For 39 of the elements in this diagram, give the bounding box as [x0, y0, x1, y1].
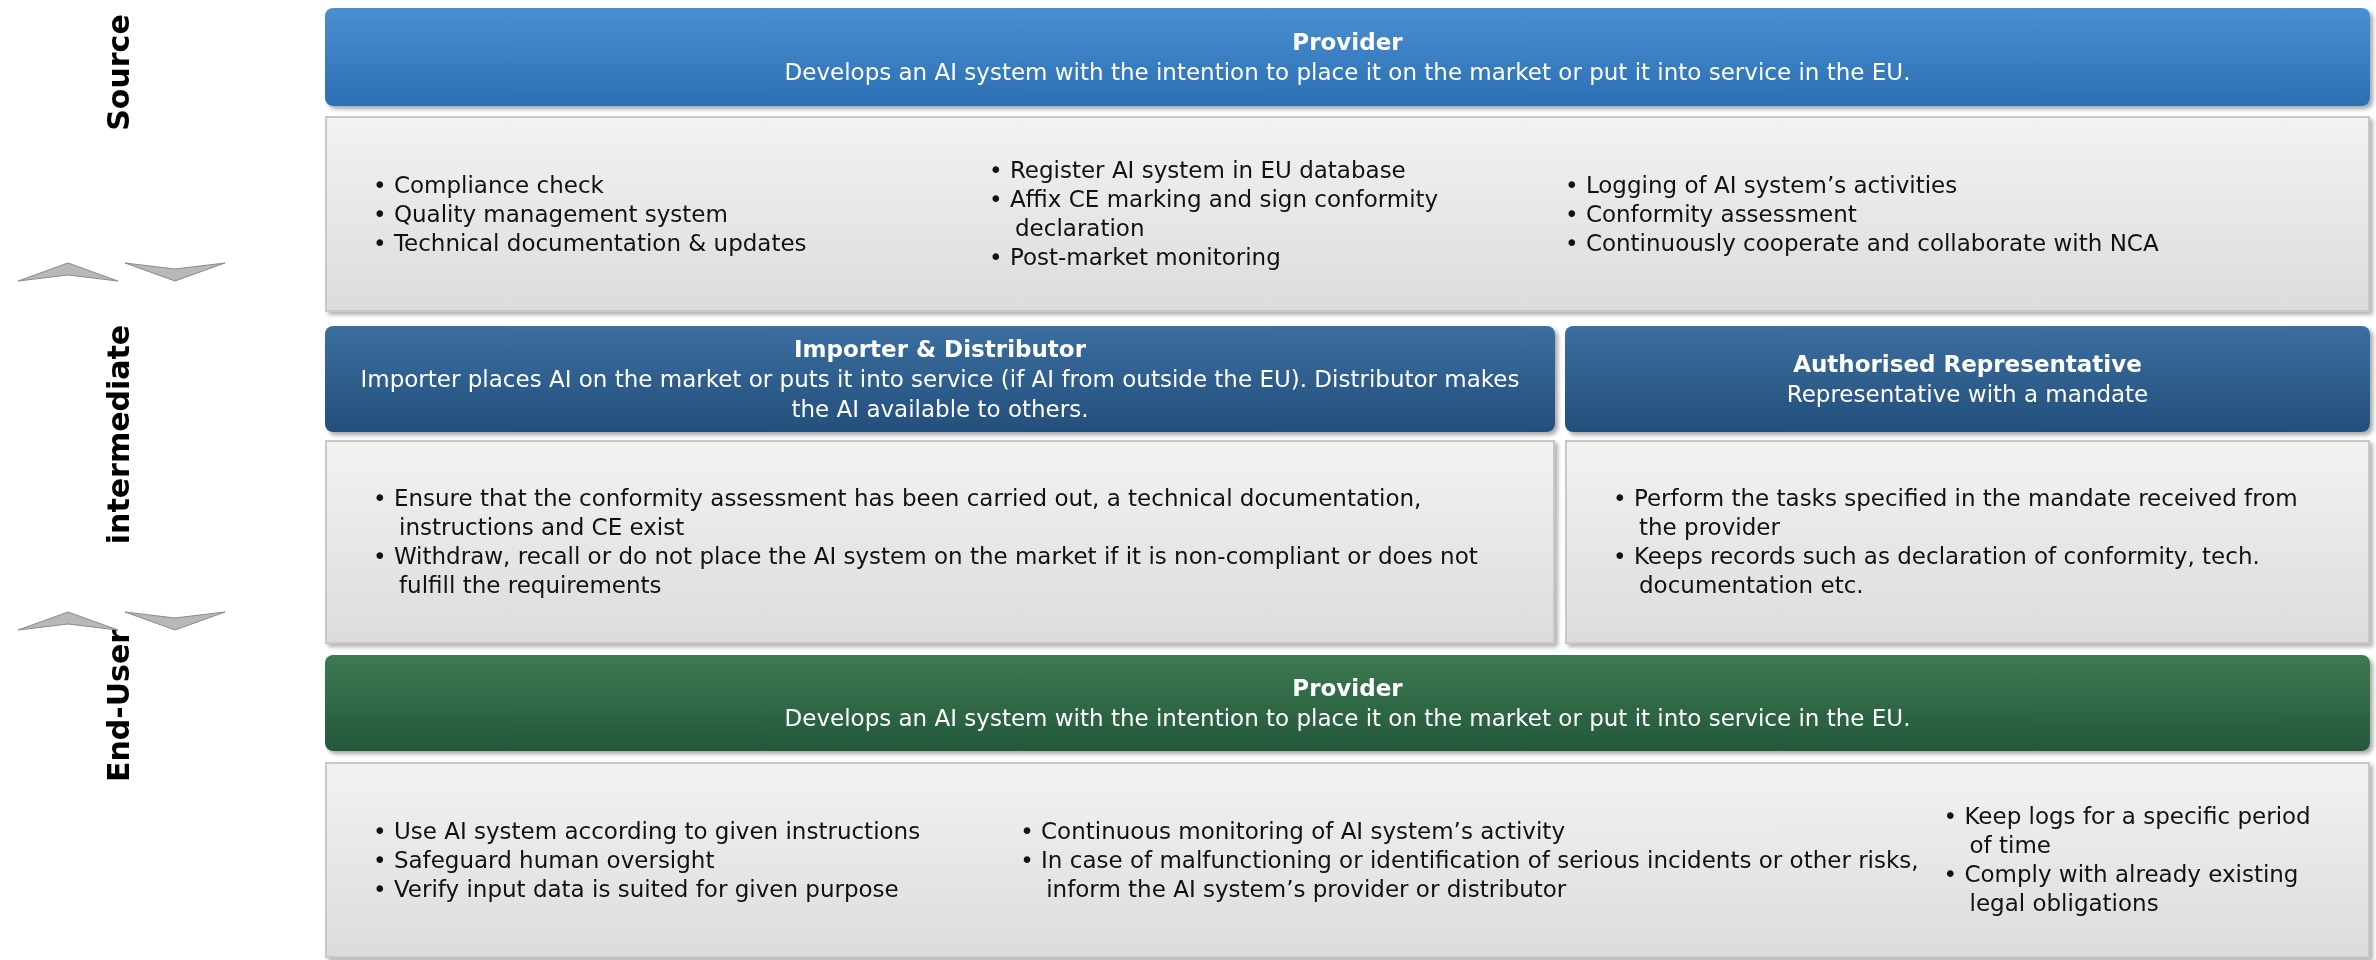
row-label: Source	[100, 13, 136, 131]
bullet-item: • Technical documentation & updates	[373, 228, 808, 258]
bullet-item: • Use AI system according to given instructions	[373, 816, 922, 846]
header-banner	[325, 655, 2370, 751]
bullet-item: • Withdraw, recall or do not place the AI system on the market if it is non-compliant or does not fulfill the requirements	[373, 542, 1479, 600]
bullet-item: • Perform the tasks specified in the mandate received from the provider	[1613, 484, 2299, 542]
bullet-item: • Register AI system in EU database	[989, 156, 1407, 185]
role-description: Develops an AI system with the intention to place it on the market or put it into service in the EU.	[783, 58, 1912, 87]
bullet-item: • Ensure that the conformity assessment has been carried out, a technical documentation, instructions and CE exist	[373, 484, 1423, 542]
bullet-item: • Comply with already existing legal obligations	[1943, 860, 2300, 918]
bullet-item: • Continuously cooperate and collaborate with NCA	[1565, 228, 2160, 258]
bullet-item: • Post-market monitoring	[989, 243, 1282, 272]
role-title: Authorised Representative	[1792, 350, 2143, 379]
bullet-item: • Compliance check	[373, 170, 605, 200]
bullet-item: • Quality management system	[373, 199, 729, 229]
bullet-item: • Keeps records such as declaration of conformity, tech. documentation etc.	[1613, 542, 2261, 600]
header-banner	[325, 326, 1555, 432]
row-label: intermediate	[100, 324, 136, 544]
role-description: Develops an AI system with the intention to place it on the market or put it into service in the EU.	[783, 704, 1912, 733]
bullet-item: • Logging of AI system’s activities	[1565, 170, 1959, 200]
role-title: Importer & Distributor	[793, 335, 1087, 364]
duties-panel	[325, 116, 2370, 312]
bullet-item: • Affix CE marking and sign conformity declaration	[989, 185, 1440, 243]
role-description: Importer places AI on the market or puts it into service (if AI from outside the EU). Distributor makes the AI available to others.	[359, 365, 1521, 424]
bullet-item: • Verify input data is suited for given purpose	[373, 874, 900, 904]
row-label: End-User	[100, 628, 136, 782]
bullet-item: • Safeguard human oversight	[373, 845, 716, 875]
role-title: Provider	[1291, 674, 1404, 703]
role-description: Representative with a mandate	[1785, 380, 2150, 409]
duties-panel	[1565, 440, 2370, 644]
duties-panel	[325, 762, 2370, 958]
role-title: Provider	[1291, 28, 1404, 57]
duties-panel	[325, 440, 1555, 644]
bullet-item: • Conformity assessment	[1565, 199, 1858, 229]
header-banner	[1565, 326, 2370, 432]
header-banner	[325, 8, 2370, 106]
bullet-item: • Continuous monitoring of AI system’s activity	[1020, 816, 1566, 846]
bullet-item: • In case of malfunctioning or identification of serious incidents or other risks, inform the AI system’s provider or distributor	[1020, 845, 1920, 904]
bullet-item: • Keep logs for a specific period of time	[1943, 802, 2312, 860]
